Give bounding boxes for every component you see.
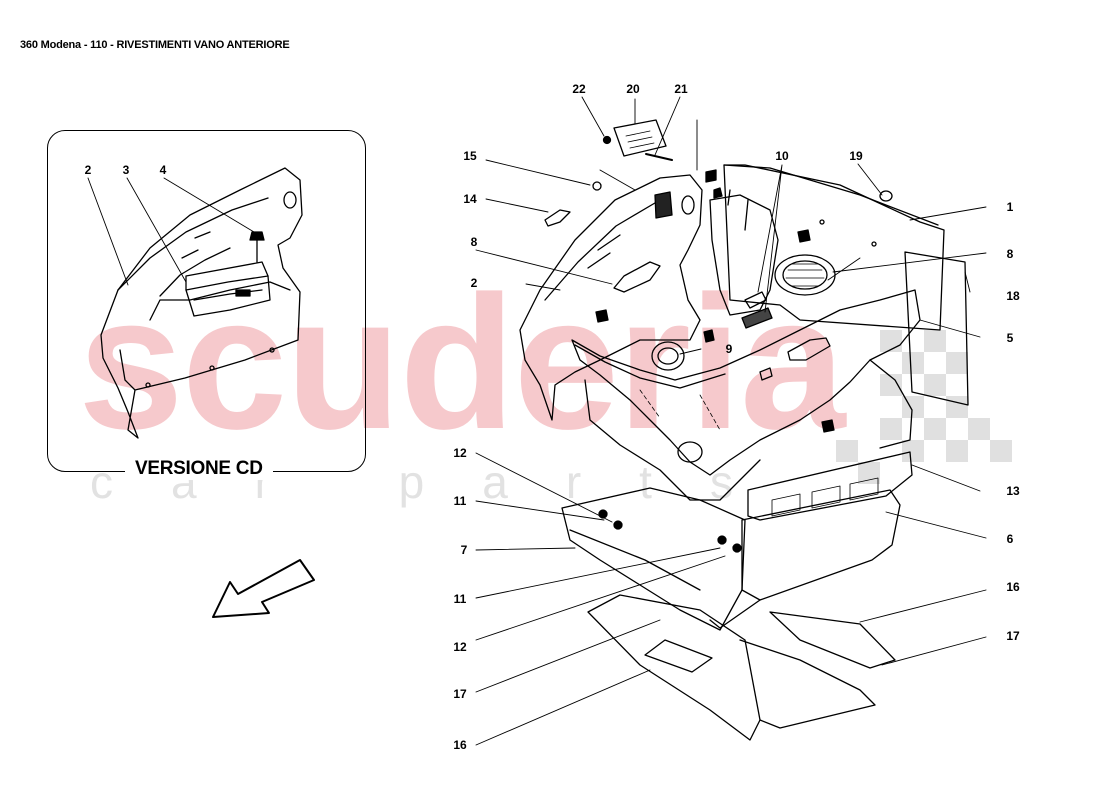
part-14-clip [544, 209, 571, 227]
part-15-cap [592, 181, 602, 191]
callout-18: 18 [1006, 289, 1020, 303]
callout-7: 7 [460, 543, 468, 557]
callout-11-lower: 11 [453, 592, 467, 606]
inset-callout-2: 2 [84, 163, 92, 177]
callout-13: 13 [1006, 484, 1020, 498]
callout-8-left: 8 [470, 235, 478, 249]
callout-16-right: 16 [1006, 580, 1020, 594]
part-16-17-floor-mats [587, 594, 896, 741]
callout-6: 6 [1006, 532, 1014, 546]
inset-side-panel-part-2 [100, 167, 303, 439]
callout-5: 5 [1006, 331, 1014, 345]
part-22-rivet [602, 135, 612, 145]
callout-8-right: 8 [1006, 247, 1014, 261]
inset-callout-3: 3 [122, 163, 130, 177]
callout-12-lower: 12 [453, 640, 467, 654]
callout-1: 1 [1006, 200, 1014, 214]
callout-10: 10 [775, 149, 789, 163]
part-18-side-board [904, 251, 969, 406]
part-main-housing [709, 189, 779, 316]
part-7-floor-panel [561, 487, 746, 631]
part-2-left-trim [519, 174, 703, 421]
inset-bolt-part-4 [249, 231, 265, 263]
callout-19: 19 [849, 149, 863, 163]
part-lower-housing [584, 359, 913, 501]
callout-14: 14 [463, 192, 477, 206]
callout-2: 2 [470, 276, 478, 290]
part-5-front-trim [571, 289, 921, 476]
callout-22: 22 [572, 82, 586, 96]
part-21-rod [645, 153, 673, 161]
washers-11-12 [598, 509, 742, 553]
checkered-flag-watermark [836, 330, 1012, 484]
callout-21: 21 [674, 82, 688, 96]
part-8-slot-cover-left [613, 261, 661, 293]
callout-15: 15 [463, 149, 477, 163]
part-9-grommet [651, 341, 685, 371]
callout-20: 20 [626, 82, 640, 96]
part-13-vent-panel [747, 451, 913, 521]
direction-arrow-icon [212, 559, 315, 618]
part-1-bulkhead-panel [723, 164, 945, 331]
part-8-grille-right [774, 254, 836, 296]
part-19-nut [879, 190, 893, 202]
callout-12-upper: 12 [453, 446, 467, 460]
callout-9: 9 [725, 342, 733, 356]
page-title: 360 Modena - 110 - RIVESTIMENTI VANO ANT… [20, 39, 290, 51]
part-6-tray [709, 489, 901, 629]
callout-11-upper: 11 [453, 494, 467, 508]
callout-16-left: 16 [453, 738, 467, 752]
bolt-fasteners [595, 169, 835, 433]
inset-bracket-part-3 [185, 261, 271, 317]
part-20-label-plate [613, 119, 667, 157]
callout-17-left: 17 [453, 687, 467, 701]
inset-callout-4: 4 [159, 163, 167, 177]
inset-label: VERSIONE CD [125, 458, 273, 480]
inset-leader-lines [87, 177, 255, 286]
callout-leader-lines [475, 96, 987, 746]
callout-17-right: 17 [1006, 629, 1020, 643]
